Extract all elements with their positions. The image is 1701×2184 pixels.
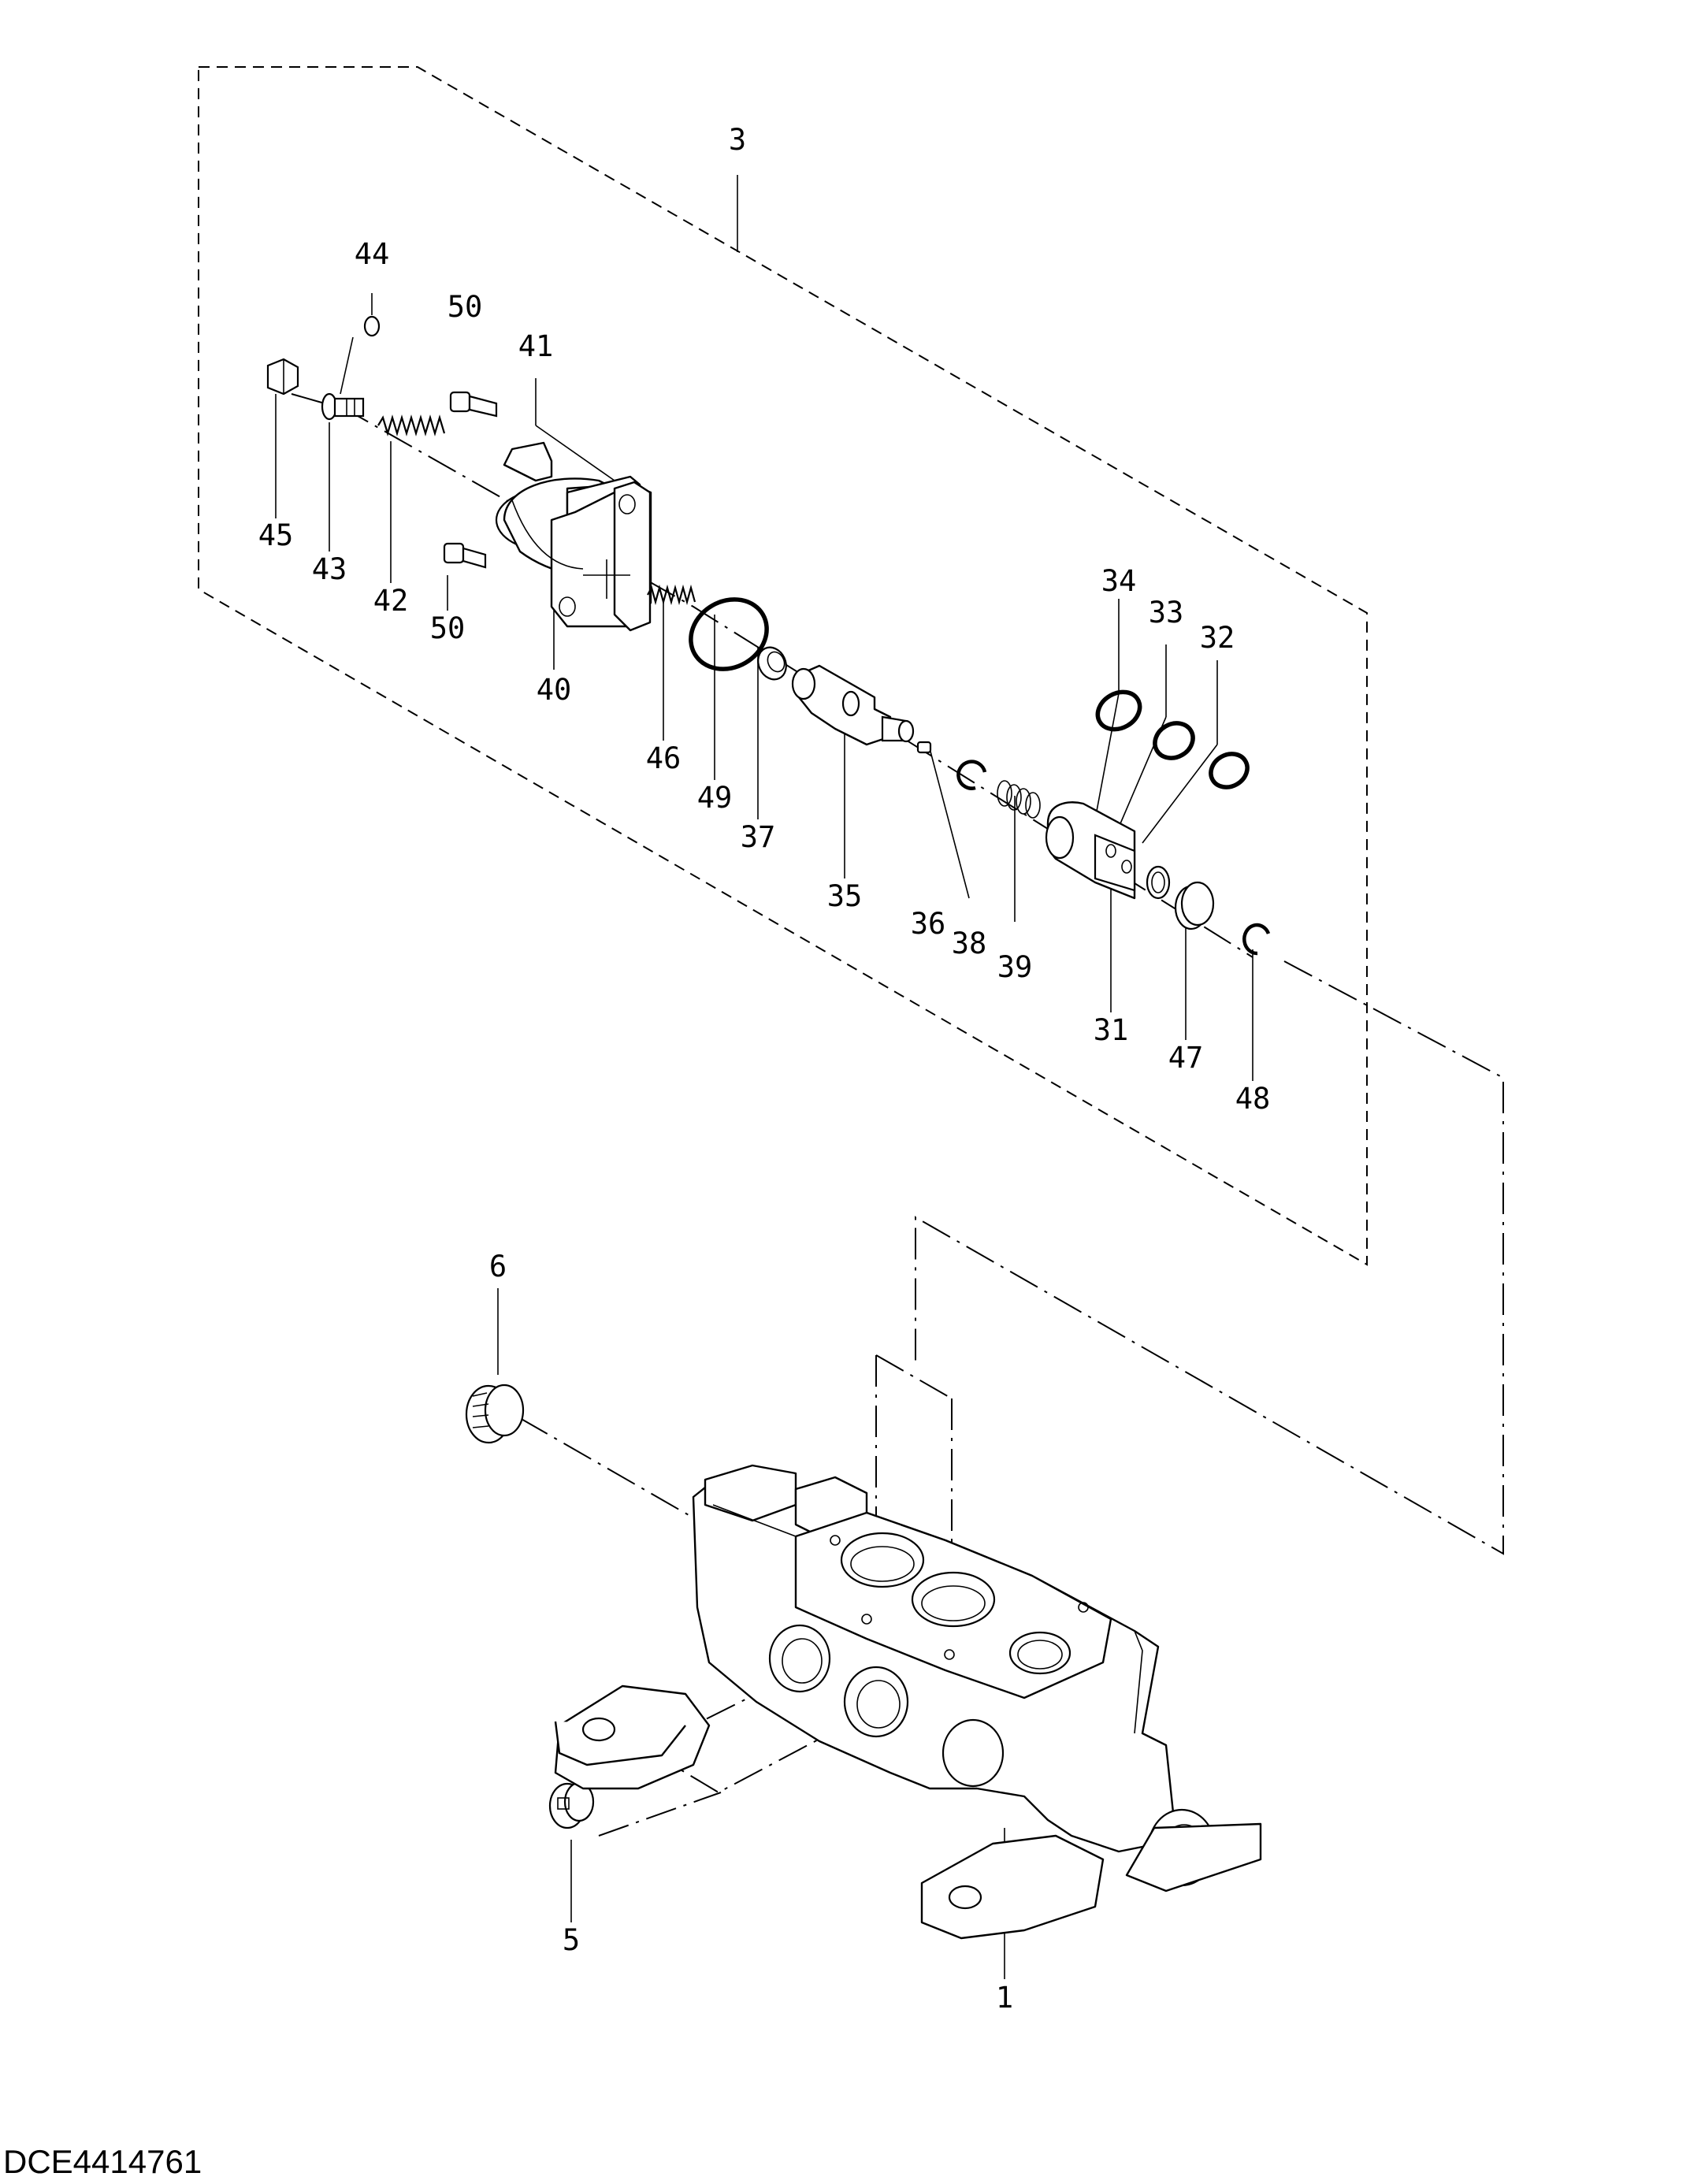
part-47-plug (1174, 881, 1215, 930)
callout-40: 40 (537, 673, 572, 707)
part-34-o-ring (1095, 689, 1142, 732)
callout-33: 33 (1149, 596, 1184, 630)
part-36-pin (916, 741, 932, 754)
callout-6: 6 (489, 1250, 507, 1283)
part-46-spring (647, 584, 696, 606)
part-48-snap-ring (1242, 923, 1271, 956)
callout-41: 41 (518, 329, 554, 363)
callout-47: 47 (1168, 1041, 1204, 1075)
part-1-valve-body (554, 1464, 1262, 1940)
callout-31: 31 (1094, 1013, 1129, 1047)
part-43-adjust-screw (321, 392, 365, 421)
part-38-snap-ring (956, 760, 987, 790)
part-40-solenoid (495, 441, 652, 632)
callout-3: 3 (729, 123, 746, 157)
part-32-o-ring (1209, 752, 1250, 789)
part-35-spool (791, 664, 915, 746)
callout-32: 32 (1200, 621, 1235, 655)
callout-43: 43 (312, 552, 347, 586)
callout-50-lower: 50 (430, 611, 466, 645)
callout-34: 34 (1101, 564, 1137, 598)
callout-37: 37 (741, 820, 776, 854)
part-49-o-ring (689, 597, 769, 671)
leader-lines (275, 175, 1253, 1979)
callout-46: 46 (646, 741, 682, 775)
callout-48: 48 (1235, 1082, 1271, 1116)
callout-36: 36 (911, 907, 946, 941)
callout-38: 38 (952, 927, 987, 960)
part-50-bolt-upper (449, 391, 498, 418)
part-31-sleeve (1045, 801, 1171, 900)
part-5-plug (548, 1781, 595, 1829)
callout-44: 44 (355, 237, 390, 271)
callout-39: 39 (997, 950, 1033, 984)
part-44-o-ring (363, 315, 381, 337)
part-45-cap-nut (266, 358, 299, 396)
subassembly-boundary (198, 66, 1368, 1266)
callouts: 3 44 50 41 45 43 42 50 40 46 49 37 35 36… (258, 123, 1271, 2015)
part-50-bolt-lower (443, 542, 487, 569)
part-39-spring (997, 780, 1041, 819)
part-6-plug (465, 1384, 525, 1444)
callout-35: 35 (827, 879, 863, 913)
part-42-spring (377, 414, 446, 436)
drawing-code: DCE4414761 (3, 2143, 202, 2180)
part-37-washer (757, 646, 787, 681)
callout-5: 5 (563, 1923, 580, 1957)
callout-1: 1 (996, 1981, 1013, 2015)
callout-50-upper: 50 (448, 290, 483, 324)
callout-42: 42 (373, 584, 409, 618)
callout-45: 45 (258, 518, 294, 552)
part-33-o-ring (1153, 721, 1195, 760)
callout-49: 49 (697, 781, 733, 815)
